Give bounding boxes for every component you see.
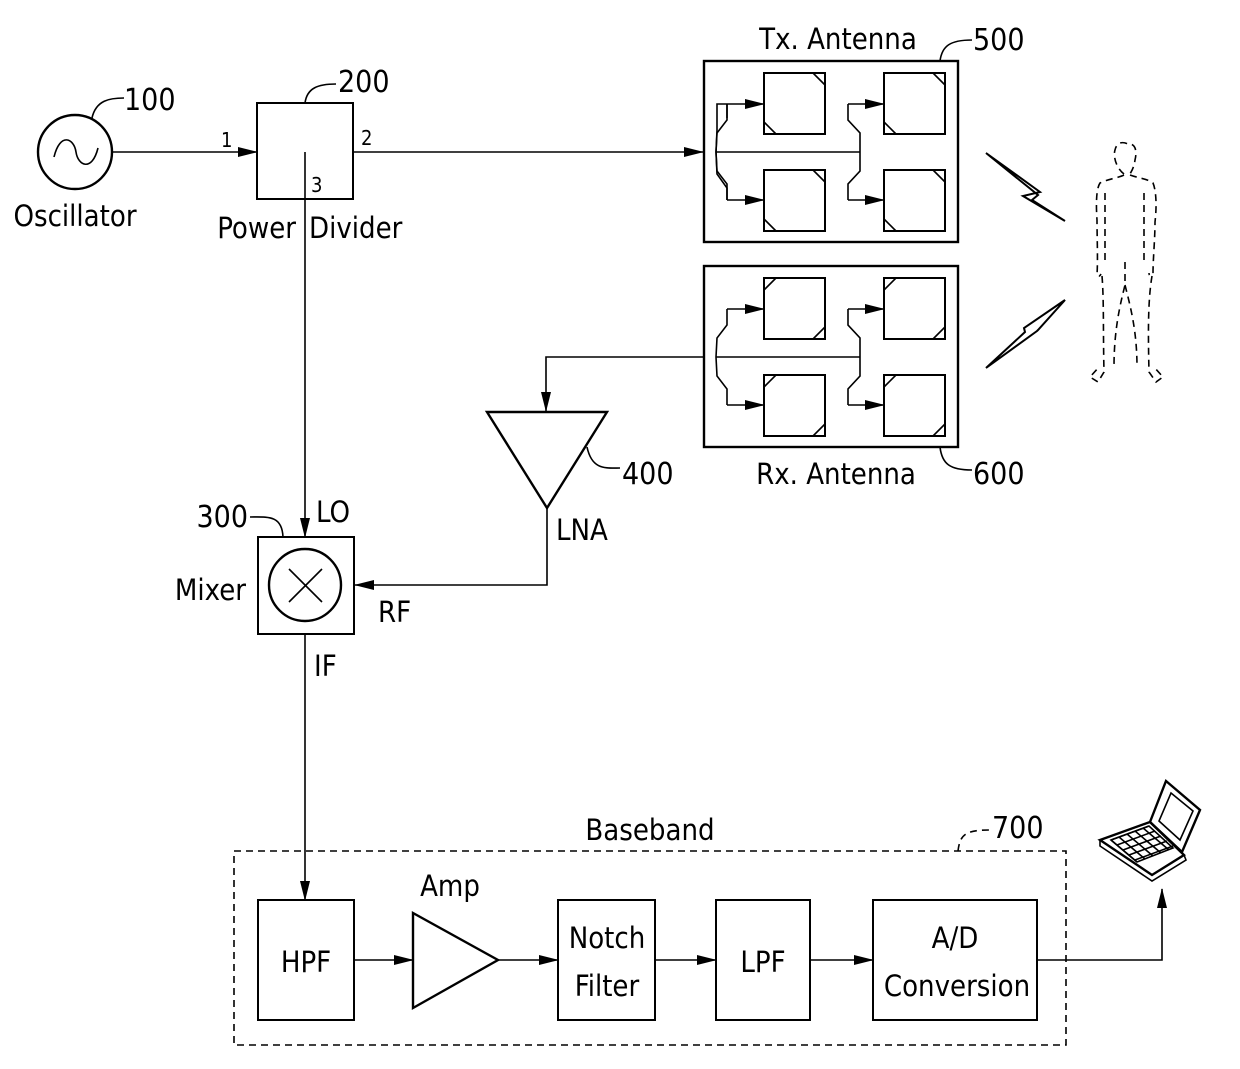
ref-leader-600 [940,447,972,470]
ref-300: 300 [196,500,248,535]
ref-100: 100 [124,83,176,118]
rx-antenna: Rx. Antenna 600 [704,266,1025,492]
ref-leader-300 [250,517,283,537]
lpf-label: LPF [740,945,785,979]
connection-rx-to-lna [546,357,704,411]
connection-lna-to-mixer-rf [355,508,547,585]
power-divider-label-left: Power [217,211,296,245]
ref-200: 200 [338,65,390,100]
ref-leader-700 [958,830,990,851]
power-divider-label-right: Divider [309,211,403,245]
patch-antenna-icon [884,73,945,134]
amp-triangle [413,913,498,1008]
ref-400: 400 [622,457,674,492]
mixer-lo-label: LO [316,495,350,529]
oscillator-label: Oscillator [13,199,136,233]
rx-antenna-label: Rx. Antenna [756,457,916,491]
ref-leader-200 [305,84,336,103]
mixer: Mixer LO RF IF 300 [175,495,411,683]
mixer-if-label: IF [314,649,337,683]
port-1-label: 1 [221,128,232,152]
connection-adc-to-laptop [1037,889,1162,960]
amp-label: Amp [420,869,480,903]
ref-600: 600 [973,457,1025,492]
patch-antenna-icon [764,278,825,339]
tx-antenna-label: Tx. Antenna [758,22,917,56]
port-2-label: 2 [361,126,372,150]
patch-antenna-icon [764,375,825,436]
lna-triangle [487,412,607,508]
notch-filter-label-line2: Filter [575,969,640,1003]
ref-leader-100 [92,98,124,118]
patch-antenna-icon [764,73,825,134]
person-silhouette-icon [1090,143,1163,382]
ref-700: 700 [992,811,1044,846]
ref-500: 500 [973,23,1025,58]
laptop-icon [1100,781,1200,881]
ref-leader-400 [587,447,620,468]
baseband-label: Baseband [585,813,714,847]
lna-label: LNA [556,513,608,547]
patch-antenna-icon [884,375,945,436]
ref-leader-500 [940,40,972,61]
tx-antenna: Tx. Antenna 500 [704,22,1025,242]
baseband: Baseband 700 HPF Amp Notch Filter LPF A/… [234,811,1066,1045]
oscillator: Oscillator 100 [13,83,175,233]
sine-wave-icon [54,140,98,164]
patch-antenna-icon [884,278,945,339]
mixer-rf-label: RF [378,595,411,629]
lna: LNA 400 [487,412,674,547]
patch-antenna-icon [764,170,825,231]
lightning-bolt-icon [986,300,1065,368]
patch-antenna-icon [884,170,945,231]
lightning-bolt-icon [986,153,1065,221]
oscillator-circle [38,115,112,189]
adc-label-line2: Conversion [884,969,1030,1003]
mixer-label: Mixer [175,573,246,607]
hpf-label: HPF [281,945,331,979]
power-divider: 1 2 3 Power Divider 200 [217,65,402,245]
port-3-label: 3 [311,173,322,197]
adc-label-line1: A/D [932,921,979,955]
notch-filter-label-line1: Notch [569,921,646,955]
